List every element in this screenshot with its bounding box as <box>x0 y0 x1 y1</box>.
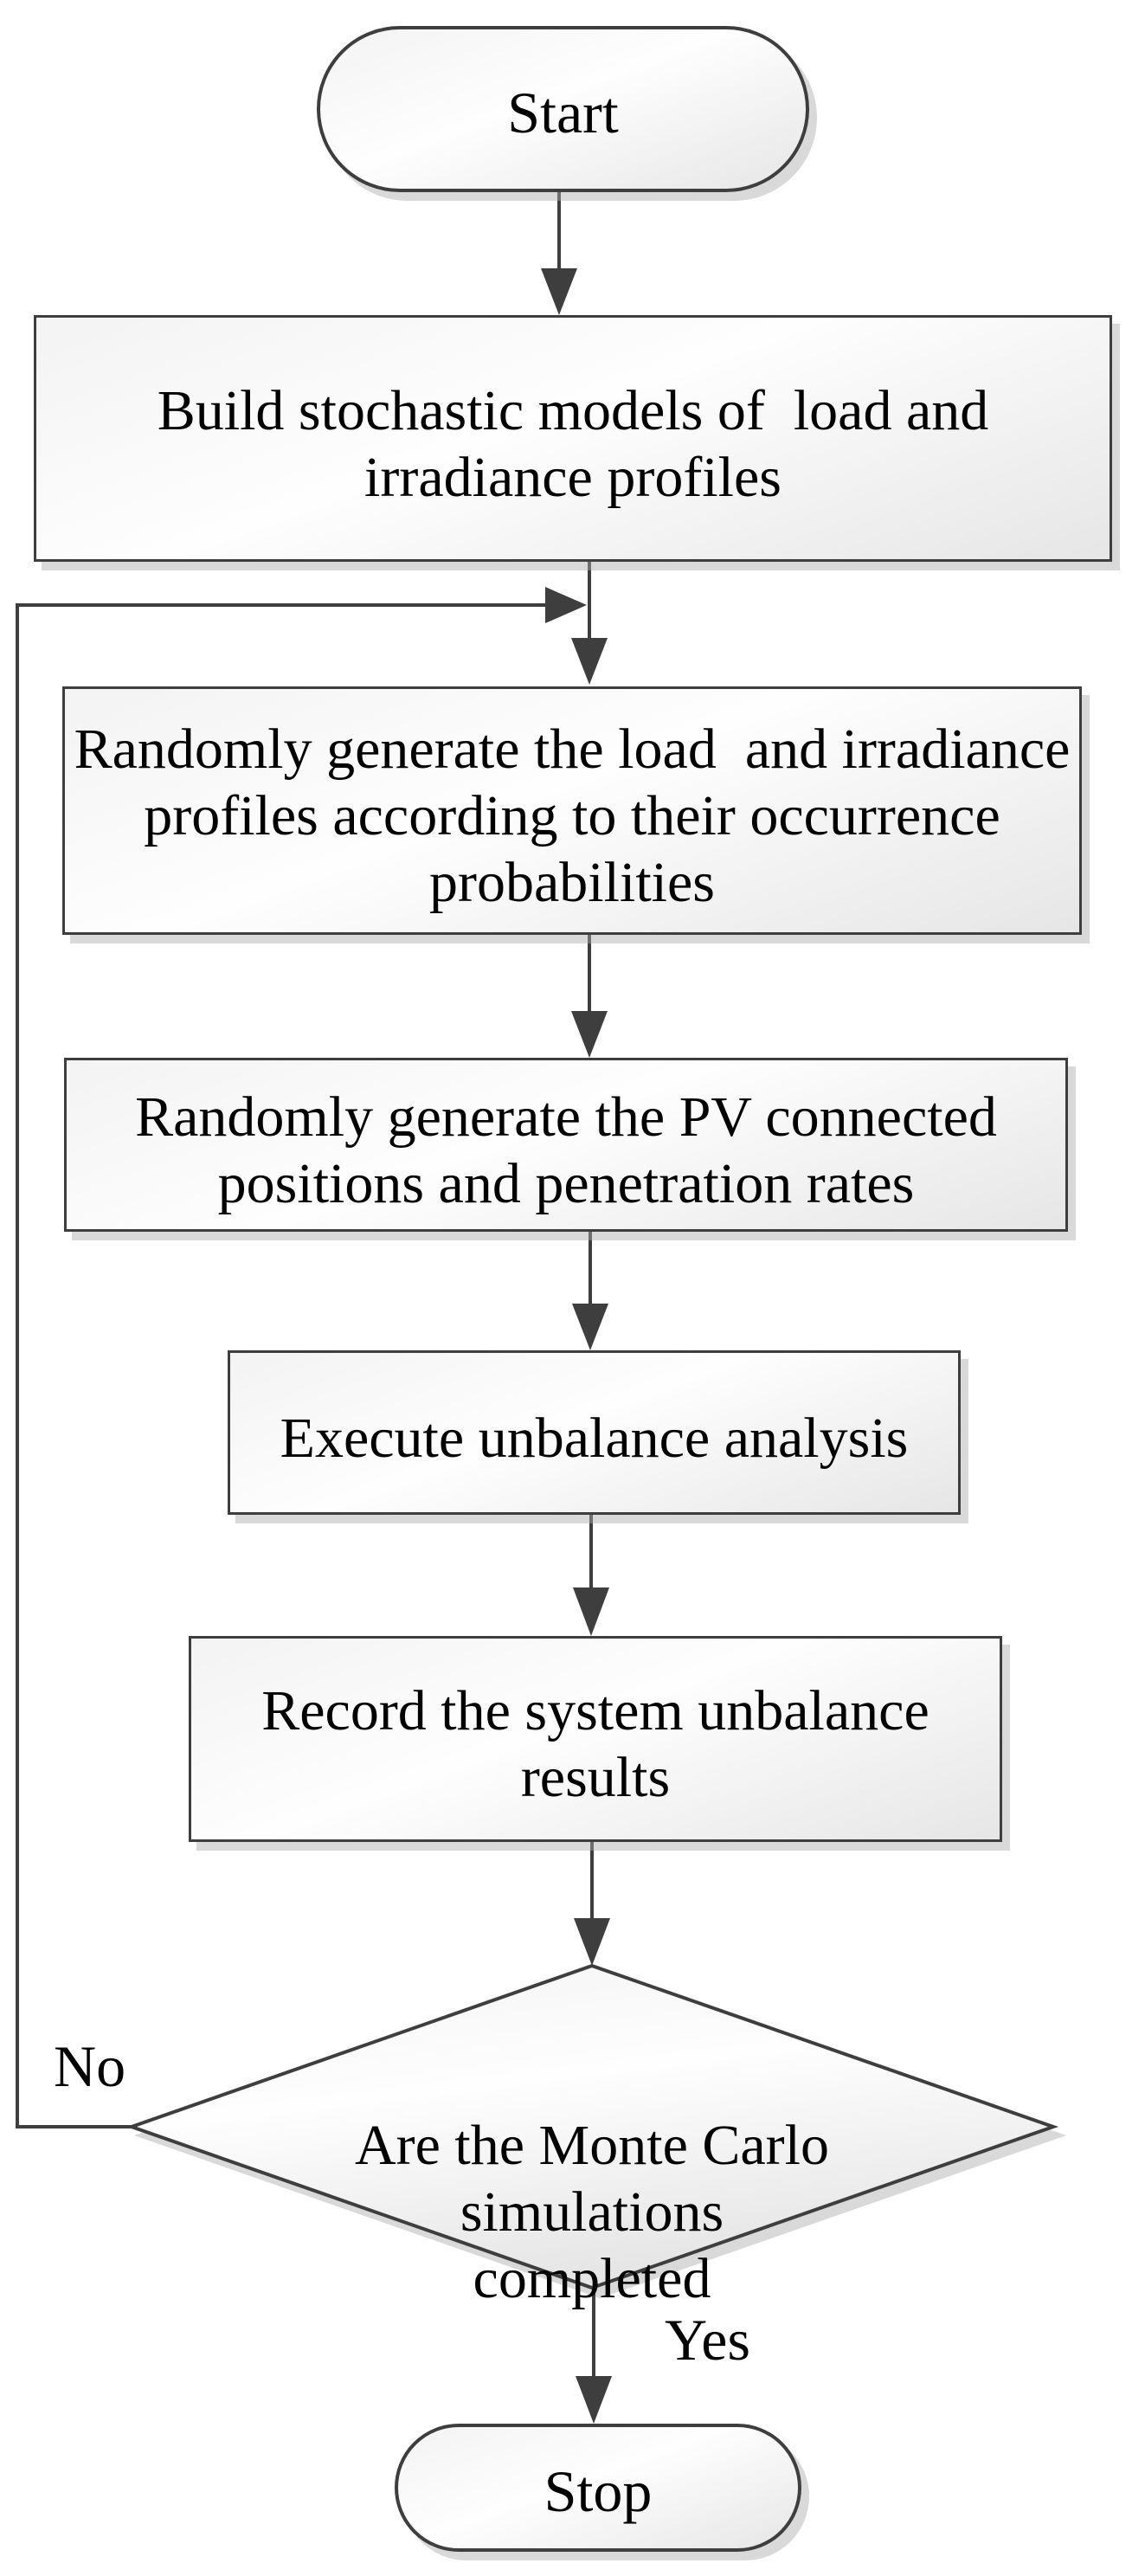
arrowhead-step2-to-step3 <box>571 1011 608 1058</box>
arrowhead-decision-to-stop <box>576 2376 612 2424</box>
stop-label: Stop <box>544 2457 653 2524</box>
edge-label-no: No <box>54 2033 126 2099</box>
process-generate-pv: Randomly generate the PV connected posit… <box>64 1058 1068 1232</box>
process-execute-analysis-text: Execute unbalance analysis <box>280 1406 909 1470</box>
process-record-results: Record the system unbalance results <box>189 1636 1002 1842</box>
start-terminator: Start <box>317 26 809 192</box>
process-build-models: Build stochastic models of load and irra… <box>34 315 1112 562</box>
process-generate-profiles: Randomly generate the load and irradianc… <box>62 686 1082 935</box>
process-generate-profiles-text: Randomly generate the load and irradianc… <box>74 718 1071 914</box>
process-record-results-text: Record the system unbalance results <box>261 1679 930 1809</box>
arrowhead-step4-to-step5 <box>573 1587 609 1636</box>
arrowhead-step3-to-step4 <box>572 1304 608 1350</box>
arrowhead-step1-to-step2 <box>571 638 608 685</box>
start-label: Start <box>507 79 619 145</box>
edge-label-yes: Yes <box>665 2307 750 2373</box>
arrowhead-step5-to-decision <box>574 1918 610 1966</box>
decision-label: Are the Monte Carlo simulations complete… <box>354 2114 829 2310</box>
loop-no-connector <box>16 603 547 2128</box>
stop-terminator: Stop <box>395 2424 801 2552</box>
loop-no-arrowhead <box>545 587 587 623</box>
process-generate-pv-text: Randomly generate the PV connected posit… <box>135 1085 997 1215</box>
process-build-models-text: Build stochastic models of load and irra… <box>157 378 989 509</box>
process-execute-analysis: Execute unbalance analysis <box>228 1350 961 1515</box>
arrowhead-start-to-step1 <box>541 268 577 315</box>
